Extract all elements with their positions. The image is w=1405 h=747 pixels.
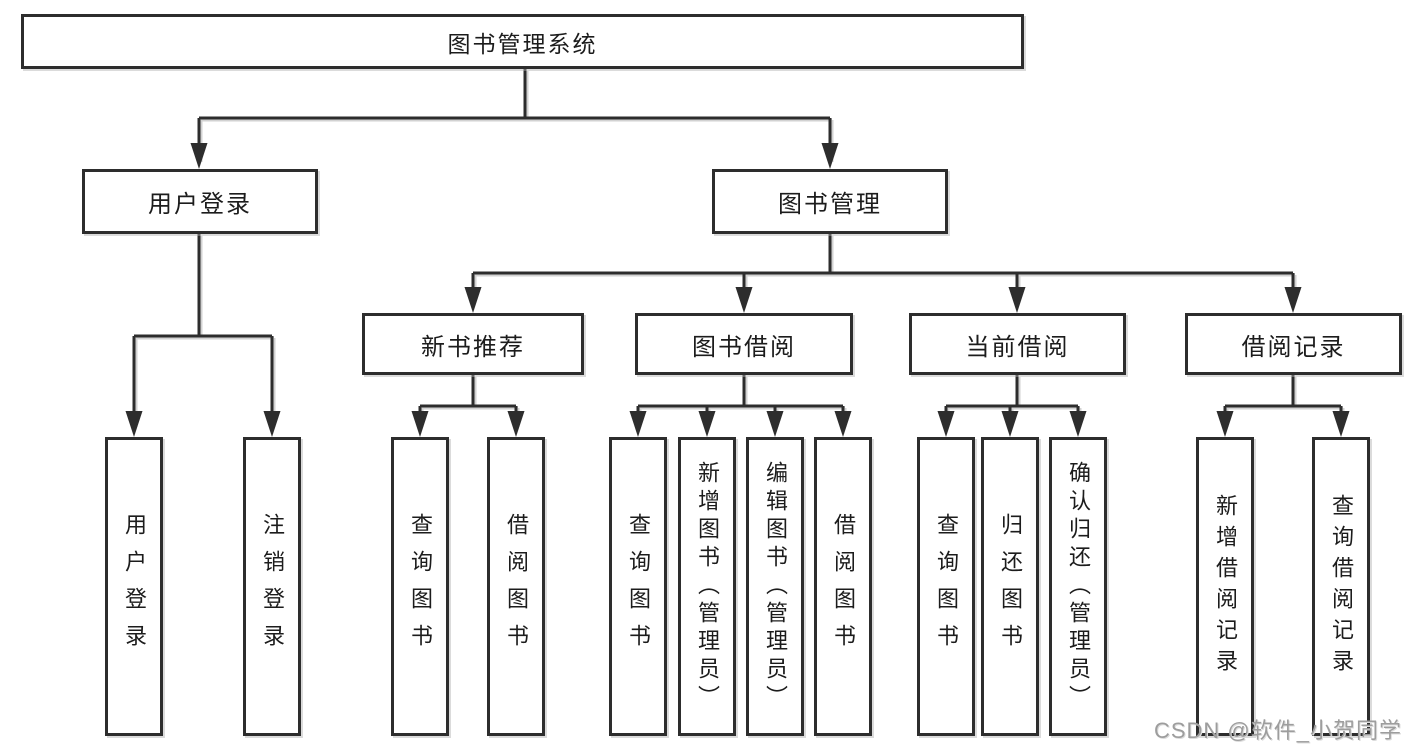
node-book-management: 图书管理 [712, 169, 948, 234]
node-current-borrowing-label: 当前借阅 [965, 333, 1070, 361]
leaf-logout-label: 注销登录 [260, 512, 285, 661]
leaf-confirm-return-admin-label: 确认归还（管理员） [1066, 460, 1091, 713]
node-new-book-recommendation-label: 新书推荐 [421, 333, 525, 361]
watermark: CSDN @软件_小贺同学 [1153, 718, 1402, 743]
node-root-label: 图书管理系统 [447, 30, 598, 57]
leaf-query-books-borrowing-label: 查询图书 [626, 512, 651, 661]
leaf-add-books-admin-label: 新增图书（管理员） [695, 460, 720, 713]
leaf-query-books-recommend-label: 查询图书 [408, 512, 433, 661]
leaf-confirm-return-admin: 确认归还（管理员） [1049, 437, 1107, 736]
leaf-query-borrow-record: 查询借阅记录 [1312, 437, 1370, 736]
leaf-query-borrow-record-label: 查询借阅记录 [1329, 493, 1354, 680]
leaf-query-books-borrowing: 查询图书 [609, 437, 667, 736]
leaf-query-books-recommend: 查询图书 [391, 437, 449, 736]
arrowheads [125, 143, 1350, 437]
node-book-borrowing: 图书借阅 [635, 313, 853, 375]
leaf-user-login-label: 用户登录 [122, 512, 147, 661]
node-book-management-label: 图书管理 [778, 191, 882, 218]
leaf-borrow-books-recommend-label: 借阅图书 [504, 512, 529, 661]
node-new-book-recommendation: 新书推荐 [362, 313, 584, 375]
node-user-login-label: 用户登录 [148, 191, 252, 218]
leaf-add-borrow-record: 新增借阅记录 [1196, 437, 1254, 736]
node-current-borrowing: 当前借阅 [909, 313, 1126, 375]
node-book-borrowing-label: 图书借阅 [692, 333, 796, 361]
leaf-return-books: 归还图书 [981, 437, 1039, 736]
leaf-logout: 注销登录 [243, 437, 301, 736]
leaf-return-books-label: 归还图书 [998, 512, 1023, 661]
node-root: 图书管理系统 [21, 14, 1024, 69]
leaf-add-books-admin: 新增图书（管理员） [678, 437, 736, 736]
leaf-edit-books-admin: 编辑图书（管理员） [746, 437, 804, 736]
leaf-user-login: 用户登录 [105, 437, 163, 736]
leaf-borrow-books-borrowing: 借阅图书 [814, 437, 872, 736]
node-borrowing-records-label: 借阅记录 [1241, 333, 1346, 361]
leaf-query-books-current: 查询图书 [917, 437, 975, 736]
node-user-login: 用户登录 [82, 169, 318, 234]
leaf-borrow-books-recommend: 借阅图书 [487, 437, 545, 736]
leaf-add-borrow-record-label: 新增借阅记录 [1213, 493, 1238, 680]
leaf-query-books-current-label: 查询图书 [934, 512, 959, 661]
leaf-edit-books-admin-label: 编辑图书（管理员） [763, 460, 788, 713]
leaf-borrow-books-borrowing-label: 借阅图书 [831, 512, 856, 661]
node-borrowing-records: 借阅记录 [1185, 313, 1402, 375]
